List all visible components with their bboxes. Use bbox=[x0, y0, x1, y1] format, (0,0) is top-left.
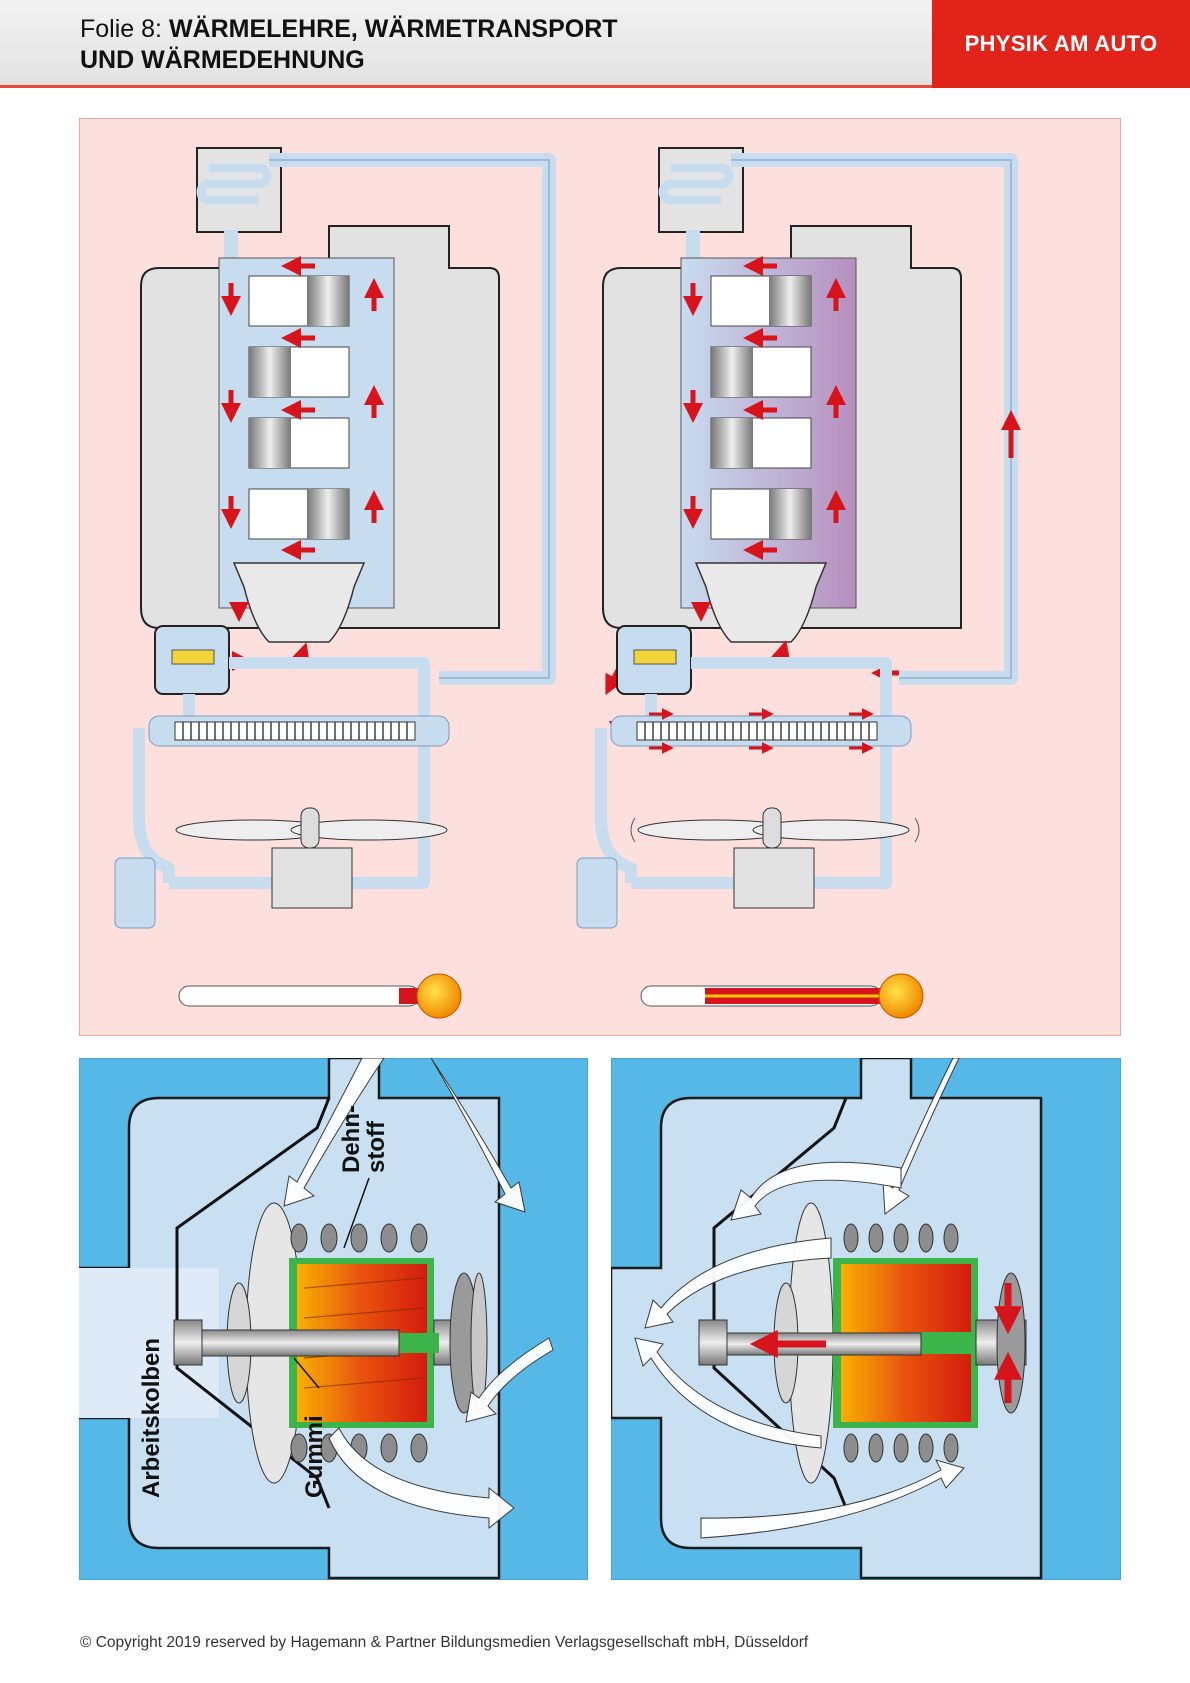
radiator-flow-arrows bbox=[649, 708, 874, 754]
flow-arrows-right bbox=[605, 256, 1021, 741]
header: Folie 8: WÄRMELEHRE, WÄRMETRANSPORT UND … bbox=[0, 0, 1190, 88]
cooling-circuit-panel bbox=[79, 118, 1121, 1036]
cold-engine-circuit bbox=[114, 147, 556, 1019]
hot-engine-circuit bbox=[576, 147, 1021, 1019]
piston-head-right bbox=[698, 1319, 728, 1366]
flow-arrows-white-left bbox=[283, 1058, 554, 1530]
subject-badge-label: PHYSIK AM AUTO bbox=[964, 31, 1158, 56]
cylinders-right bbox=[710, 275, 812, 540]
expansion-tank-left bbox=[196, 147, 282, 233]
cylinders-left bbox=[248, 275, 350, 540]
expansion-tank-right bbox=[658, 147, 744, 233]
thermostat-element-left bbox=[171, 649, 215, 665]
slide-number: Folie 8: bbox=[80, 15, 169, 43]
piston-head-left bbox=[173, 1319, 203, 1366]
title-line-1: WÄRMELEHRE, WÄRMETRANSPORT bbox=[168, 15, 618, 43]
thermostat-open-panel bbox=[611, 1058, 1121, 1580]
copyright-notice: © Copyright 2019 reserved by Hagemann & … bbox=[80, 1634, 809, 1651]
water-pump-right bbox=[694, 562, 828, 643]
label-gummi: Gummi bbox=[301, 1415, 328, 1498]
label-arbeitskolben: Arbeitskolben bbox=[138, 1338, 165, 1498]
piston-rod-left bbox=[178, 1329, 400, 1357]
radiator-pipes-left bbox=[133, 657, 430, 889]
heater-core-left bbox=[114, 857, 156, 929]
water-pump-left bbox=[232, 562, 366, 643]
thermostat-closed-panel: Dehn- stoff Arbeitskolben Gummi bbox=[79, 1058, 588, 1580]
page-title: Folie 8: WÄRMELEHRE, WÄRMETRANSPORT UND … bbox=[80, 14, 618, 76]
title-line-2: UND WÄRMEDEHNUNG bbox=[80, 46, 365, 74]
spring-left bbox=[290, 1223, 428, 1463]
fan-right bbox=[630, 807, 920, 909]
spring-right bbox=[843, 1223, 959, 1463]
thermostat-element-right bbox=[633, 649, 677, 665]
label-dehnstoff-2: stoff bbox=[363, 1120, 390, 1173]
heater-core-right bbox=[576, 857, 618, 929]
flow-arrows-left bbox=[221, 256, 384, 671]
thermometer-hot bbox=[640, 973, 924, 1019]
radiator-pipes-right bbox=[595, 657, 892, 889]
subject-badge: PHYSIK AM AUTO bbox=[932, 0, 1190, 88]
flow-arrows-white-right bbox=[634, 1058, 965, 1539]
radiator-fins-left bbox=[182, 722, 408, 740]
fan-left bbox=[175, 807, 448, 909]
radiator-fins-right bbox=[644, 722, 870, 740]
expansion-arrows-red bbox=[749, 1283, 1022, 1403]
coil-right bbox=[658, 163, 734, 205]
coil-left bbox=[196, 163, 272, 205]
thermometer-cold bbox=[178, 973, 462, 1019]
header-title-area: Folie 8: WÄRMELEHRE, WÄRMETRANSPORT UND … bbox=[0, 0, 932, 88]
label-dehnstoff-1: Dehn- bbox=[338, 1105, 365, 1173]
